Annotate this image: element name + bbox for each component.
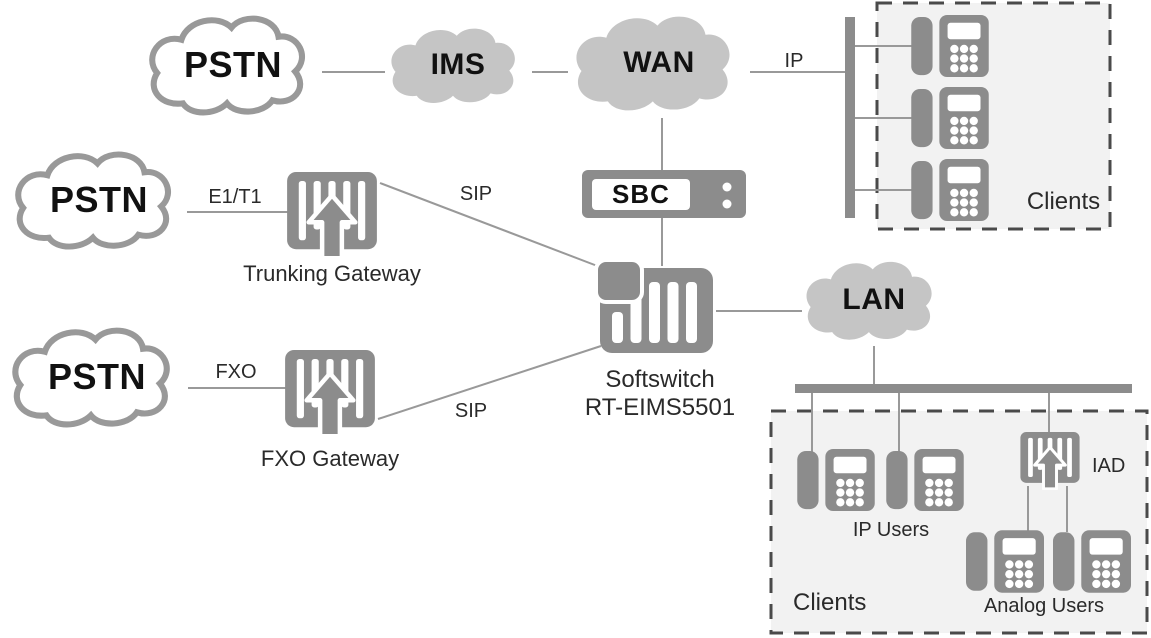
ip-phone-icon [910, 15, 990, 77]
trunking-gateway-label: Trunking Gateway [243, 261, 421, 286]
cloud-label: PSTN [183, 44, 282, 85]
fxo-gateway-icon [285, 350, 375, 438]
link-label-sip-trunk: SIP [459, 183, 493, 205]
softswitch-name: Softswitch [605, 366, 715, 393]
wan-cloud: WAN [566, 12, 752, 118]
lan-cloud: LAN [798, 258, 950, 346]
cloud-label: IMS [430, 48, 486, 81]
pstn-cloud-mid: PSTN [8, 150, 190, 254]
ip-bus-bar-vertical [845, 17, 855, 218]
link-label-sip-fxo: SIP [454, 400, 488, 422]
link-fxo-gateway-softswitch-sip [377, 345, 602, 420]
softswitch-label: Softswitch RT-EIMS5501 [560, 366, 760, 422]
ip-user-phone-icon [797, 449, 875, 511]
link-label-fxo: FXO [215, 361, 257, 383]
cloud-label: PSTN [47, 356, 146, 397]
cloud-label: LAN [842, 283, 906, 316]
ims-cloud: IMS [383, 25, 533, 109]
ip-phone-icon [910, 87, 990, 149]
clients-lan-label: Clients [793, 589, 867, 616]
trunking-gateway-icon [287, 172, 377, 260]
softswitch-model: RT-EIMS5501 [584, 394, 736, 421]
analog-users-label: Analog Users [983, 595, 1105, 617]
softswitch-icon [594, 258, 713, 353]
iad-label: IAD [1092, 455, 1126, 477]
sbc-label: SBC [612, 179, 670, 209]
iad-icon [1018, 432, 1082, 490]
sbc-device-icon [582, 170, 746, 218]
ip-user-phone-icon [886, 449, 964, 511]
analog-user-phone-icon [966, 530, 1044, 593]
clients-lan-group-box [769, 409, 1149, 635]
lan-bus-bar-horizontal [795, 384, 1132, 393]
pstn-cloud-top: PSTN [142, 14, 324, 120]
link-label-e1t1: E1/T1 [208, 186, 262, 208]
fxo-gateway-label: FXO Gateway [260, 446, 400, 471]
link-label-ip: IP [784, 50, 804, 72]
ip-phone-icon [910, 159, 990, 221]
ip-users-label: IP Users [852, 519, 930, 541]
clients-wan-label: Clients [1026, 188, 1101, 215]
link-trunking-gateway-softswitch-sip [379, 182, 601, 268]
analog-user-phone-icon [1053, 530, 1131, 593]
pstn-cloud-low: PSTN [5, 326, 189, 432]
cloud-label: PSTN [49, 179, 148, 220]
cloud-label: WAN [623, 46, 695, 79]
